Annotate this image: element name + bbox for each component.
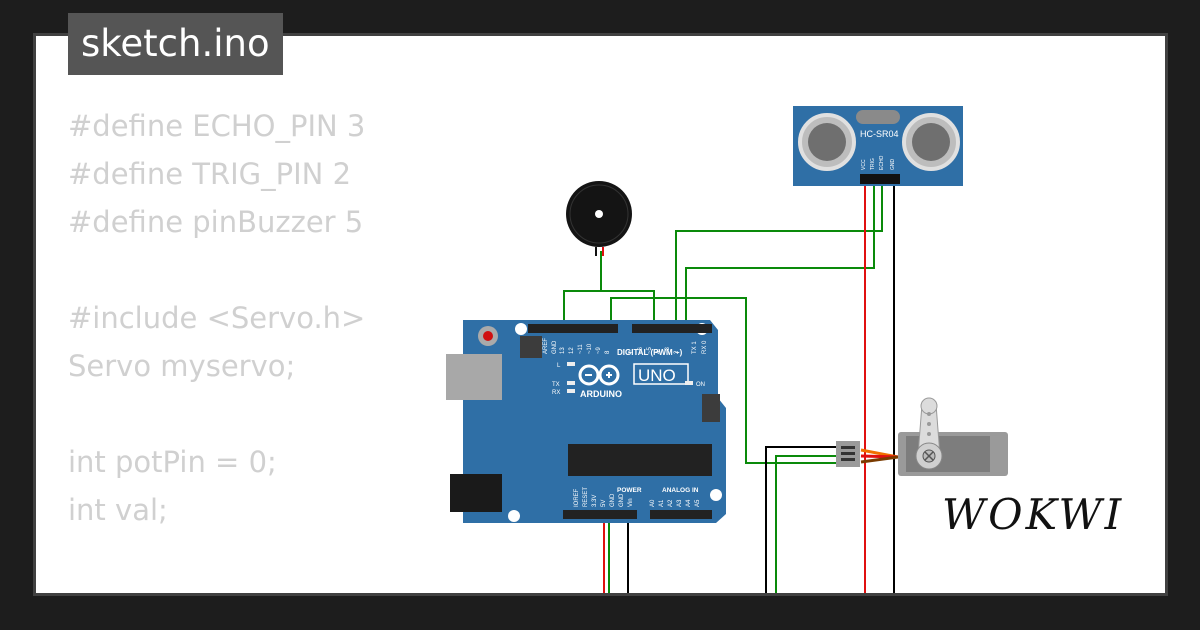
board-pin-label: A3 xyxy=(677,499,683,507)
board-pin-label: A1 xyxy=(659,499,665,507)
board-brand: ARDUINO xyxy=(580,389,622,399)
sensor-pin-echo: ECHO xyxy=(879,155,885,170)
wire-buzzer-gnd xyxy=(563,251,602,326)
board-led-on: ON xyxy=(696,382,705,388)
board-led-rx: RX xyxy=(552,390,560,396)
board-pin-label: RX 0 xyxy=(702,340,708,354)
board-pin-label: ~11 xyxy=(578,344,584,354)
file-tab[interactable]: sketch.ino xyxy=(68,13,283,75)
board-pin-label: Vin xyxy=(628,498,634,507)
ultrasonic-sensor[interactable]: HC-SR04 VCC TRIG ECHO GND xyxy=(793,106,963,186)
code-line: int val; xyxy=(68,493,168,527)
board-led-l: L xyxy=(557,363,561,369)
code-line: Servo myservo; xyxy=(68,349,296,383)
board-led-tx: TX xyxy=(552,382,560,388)
arduino-logo-icon xyxy=(578,364,620,386)
board-pin-label: ~10 xyxy=(587,343,593,354)
servo-motor[interactable] xyxy=(836,397,1008,476)
board-pin-label: IOREF xyxy=(574,488,580,507)
wire-servo-brown xyxy=(860,455,899,464)
wire-servo-vcc xyxy=(775,455,836,593)
board-pin-label: 5V xyxy=(601,500,607,507)
board-pin-label: GND xyxy=(610,493,616,507)
board-pin-label: AREF xyxy=(543,338,549,354)
board-pin-label: ~5 xyxy=(647,346,653,354)
sensor-pins: VCC TRIG ECHO GND xyxy=(860,155,900,184)
board-pin-label: 13 xyxy=(560,347,566,354)
sensor-label: HC-SR04 xyxy=(860,129,899,139)
sensor-pin-vcc: VCC xyxy=(861,159,867,170)
board-pin-label: 2 xyxy=(674,350,680,354)
code-preview: #define ECHO_PIN 3 #define TRIG_PIN 2 #def… xyxy=(68,102,430,593)
code-line: #define pinBuzzer 5 xyxy=(68,205,364,239)
code-line: #include <Servo.h> xyxy=(68,301,366,335)
board-pin-label: 12 xyxy=(569,347,575,354)
wire-sensor-echo xyxy=(675,186,883,326)
board-pin-label: 8 xyxy=(605,350,611,354)
board-pin-label: ~9 xyxy=(596,346,602,354)
sensor-pin-gnd: GND xyxy=(890,159,896,171)
wire-sensor-trig xyxy=(685,186,875,326)
board-pin-label: A2 xyxy=(668,499,674,507)
circuit-diagram: HC-SR04 VCC TRIG ECHO GND xyxy=(446,106,1008,593)
board-pin-label: 3.3V xyxy=(592,495,598,507)
board-pin-label: GND xyxy=(552,340,558,354)
board-pin-label: RESET xyxy=(583,487,589,507)
board-pin-label: ~6 xyxy=(638,346,644,354)
code-line: float readDistanceCM() { xyxy=(68,582,430,593)
board-pin-label: ~3 xyxy=(665,346,671,354)
board-pin-label: TX 1 xyxy=(692,341,698,354)
wire-buzzer-signal xyxy=(600,251,655,326)
board-digital-label: DIGITAL (PWM ~) xyxy=(617,348,683,357)
code-line: #define TRIG_PIN 2 xyxy=(68,157,352,191)
sensor-pin-trig: TRIG xyxy=(870,158,876,170)
board-name: UNO xyxy=(638,366,676,385)
wokwi-logo: WOKWI xyxy=(942,490,1125,539)
code-line: int potPin = 0; xyxy=(68,445,277,479)
board-pin-label: GND xyxy=(619,493,625,507)
code-line: #define ECHO_PIN 3 xyxy=(68,109,366,143)
board-pin-label: A4 xyxy=(686,499,692,507)
buzzer[interactable] xyxy=(566,181,632,256)
board-pin-label: 4 xyxy=(656,350,662,354)
wire-servo-gnd xyxy=(765,446,836,593)
board-pin-label: A5 xyxy=(695,499,701,507)
board-pin-label: 7 xyxy=(629,350,635,354)
wokwi-preview-card: #define ECHO_PIN 3 #define TRIG_PIN 2 #def… xyxy=(33,33,1168,596)
board-power-label: POWER xyxy=(617,487,642,494)
board-pin-label: A0 xyxy=(650,499,656,507)
board-analog-label: ANALOG IN xyxy=(662,487,699,494)
